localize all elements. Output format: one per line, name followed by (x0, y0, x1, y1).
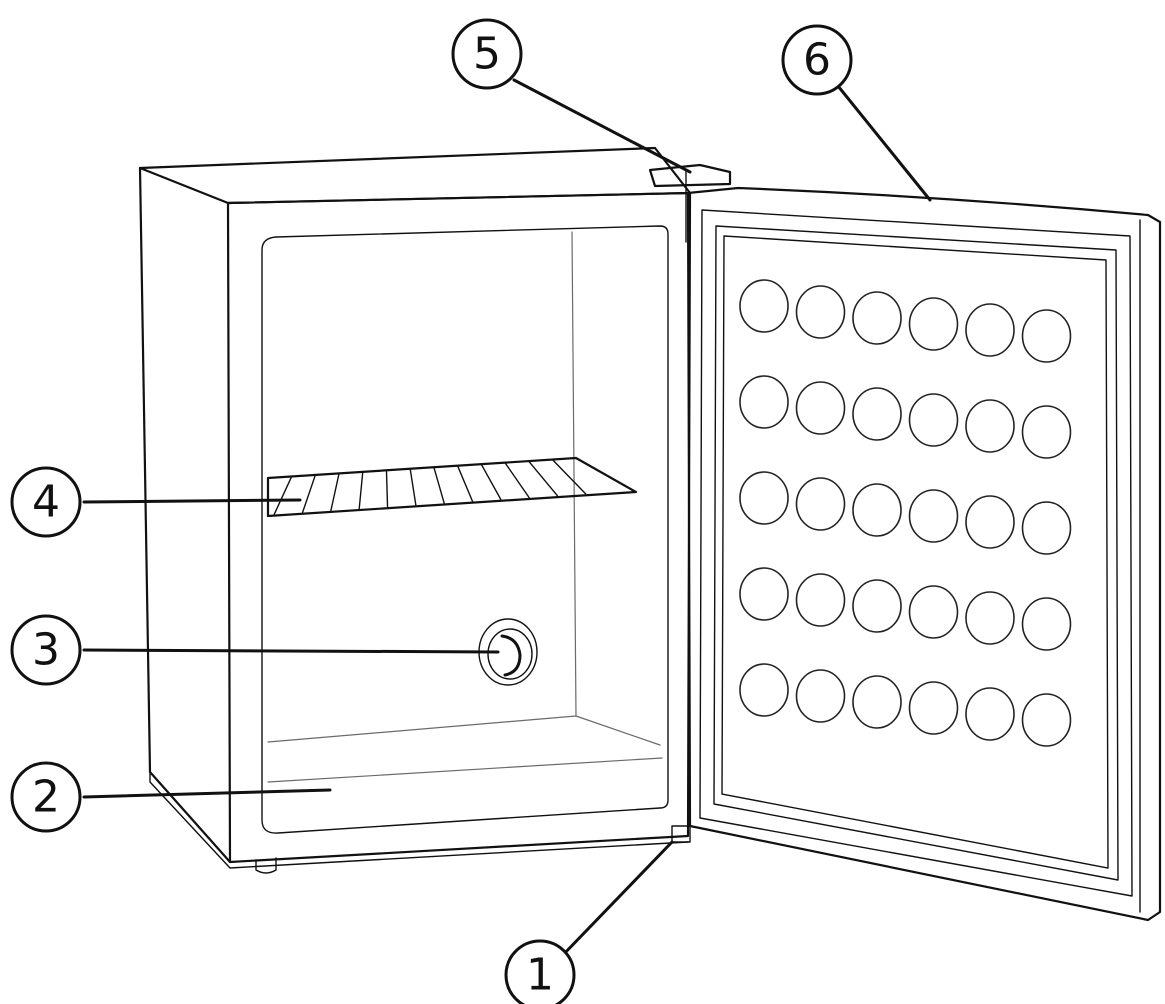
door-bottle-recess (739, 663, 789, 717)
door-bottle-recess (1021, 405, 1072, 459)
door-outer-edge (686, 186, 1162, 922)
door-bottle-recess (739, 375, 789, 429)
door-bottle-recess (908, 585, 959, 639)
callout-1-leader (558, 840, 674, 960)
door-bottle-recess (1021, 597, 1072, 651)
callout-6-leader (836, 84, 932, 202)
interior-floor-lip (267, 757, 663, 783)
shelf-bar (551, 458, 587, 495)
callout-6-number: 6 (803, 35, 831, 86)
door-bottle-recess (965, 687, 1015, 741)
shelf-bar (504, 461, 530, 499)
callout-2: 2 (10, 761, 332, 833)
door-bottle-recess (1021, 501, 1072, 555)
callout-4-number: 4 (32, 477, 60, 528)
callout-2-number: 2 (32, 772, 60, 823)
interior-back-wall-edge (571, 231, 577, 717)
shelf-bars (273, 458, 587, 515)
door-bottle-recess (852, 483, 902, 537)
door-bottle-recess (795, 669, 846, 723)
thermostat-ring (487, 628, 533, 680)
callout-3-leader (82, 648, 500, 654)
callout-6-circle (781, 24, 853, 96)
door-bottle-recess (965, 399, 1015, 453)
door-liner-panel (721, 235, 1109, 869)
shelf-bar (456, 464, 474, 502)
callout-2-circle (10, 761, 82, 833)
shelf-bar (480, 463, 502, 501)
door-bottle-recess (739, 567, 789, 621)
door-bottle-recess (795, 573, 846, 627)
bottom-hinge (671, 825, 691, 843)
door-bottle-recess (739, 471, 789, 525)
door-gasket-outer (699, 209, 1133, 897)
door-bottle-recess (908, 681, 959, 735)
door-bottle-recess (852, 291, 902, 345)
shelf-bar (433, 466, 445, 504)
door-bottle-recess (965, 591, 1015, 645)
door-bottle-recess (795, 477, 846, 531)
callout-3: 3 (10, 614, 500, 686)
door-gasket-inner (713, 225, 1119, 881)
fridge-interior (261, 225, 669, 834)
callout-1-circle (504, 939, 576, 1004)
callout-3-number: 3 (32, 625, 60, 676)
shelf-bar (273, 475, 293, 515)
shelf-bar (358, 471, 364, 510)
door-bottle-recess (1021, 309, 1072, 363)
callout-1-number: 1 (526, 950, 554, 1001)
callout-4-circle (10, 466, 82, 538)
door-bottle-recess (852, 675, 902, 729)
fridge-cabinet (138, 146, 692, 874)
callout-4: 4 (10, 466, 302, 538)
door-bottle-recess (852, 579, 902, 633)
cabinet-side-panel (138, 166, 232, 864)
interior-liner-outer (261, 225, 669, 834)
cabinet-left-foot (255, 857, 277, 874)
door-bottle-recess (965, 303, 1015, 357)
callout-5-circle (451, 18, 523, 90)
callout-5-leader (512, 78, 692, 174)
callout-2-leader (82, 788, 332, 799)
cabinet-front-frame (226, 191, 692, 864)
hinge-bracket (648, 163, 732, 188)
callout-3-circle (10, 614, 82, 686)
door-bottle-rack (739, 279, 1072, 747)
shelf-outline (266, 456, 638, 518)
door-bottle-recess (795, 381, 846, 435)
door-bottle-recess (795, 285, 846, 339)
callout-1: 1 (504, 840, 674, 1004)
callout-5-number: 5 (473, 29, 501, 80)
wire-shelf (266, 456, 638, 518)
door-bottle-recess (908, 489, 959, 543)
shelf-bar (527, 460, 559, 497)
door-bottle-recess (908, 393, 959, 447)
door-bottle-recess (852, 387, 902, 441)
cabinet-base (149, 771, 689, 869)
top-hinge (648, 163, 732, 243)
callout-6: 6 (781, 24, 932, 202)
door-bottle-recess (739, 279, 789, 333)
shelf-bar (301, 474, 317, 514)
door-bottle-recess (908, 297, 959, 351)
shelf-bar (409, 468, 417, 506)
shelf-bar (330, 472, 340, 512)
door-bottle-recess (1021, 693, 1072, 747)
callout-4-leader (82, 498, 302, 504)
shelf-bar (385, 469, 389, 508)
door-bottle-recess (965, 495, 1015, 549)
fridge-door (671, 186, 1162, 922)
interior-floor-front (267, 715, 661, 746)
callout-5: 5 (451, 18, 692, 174)
thermostat-knob (500, 634, 522, 677)
